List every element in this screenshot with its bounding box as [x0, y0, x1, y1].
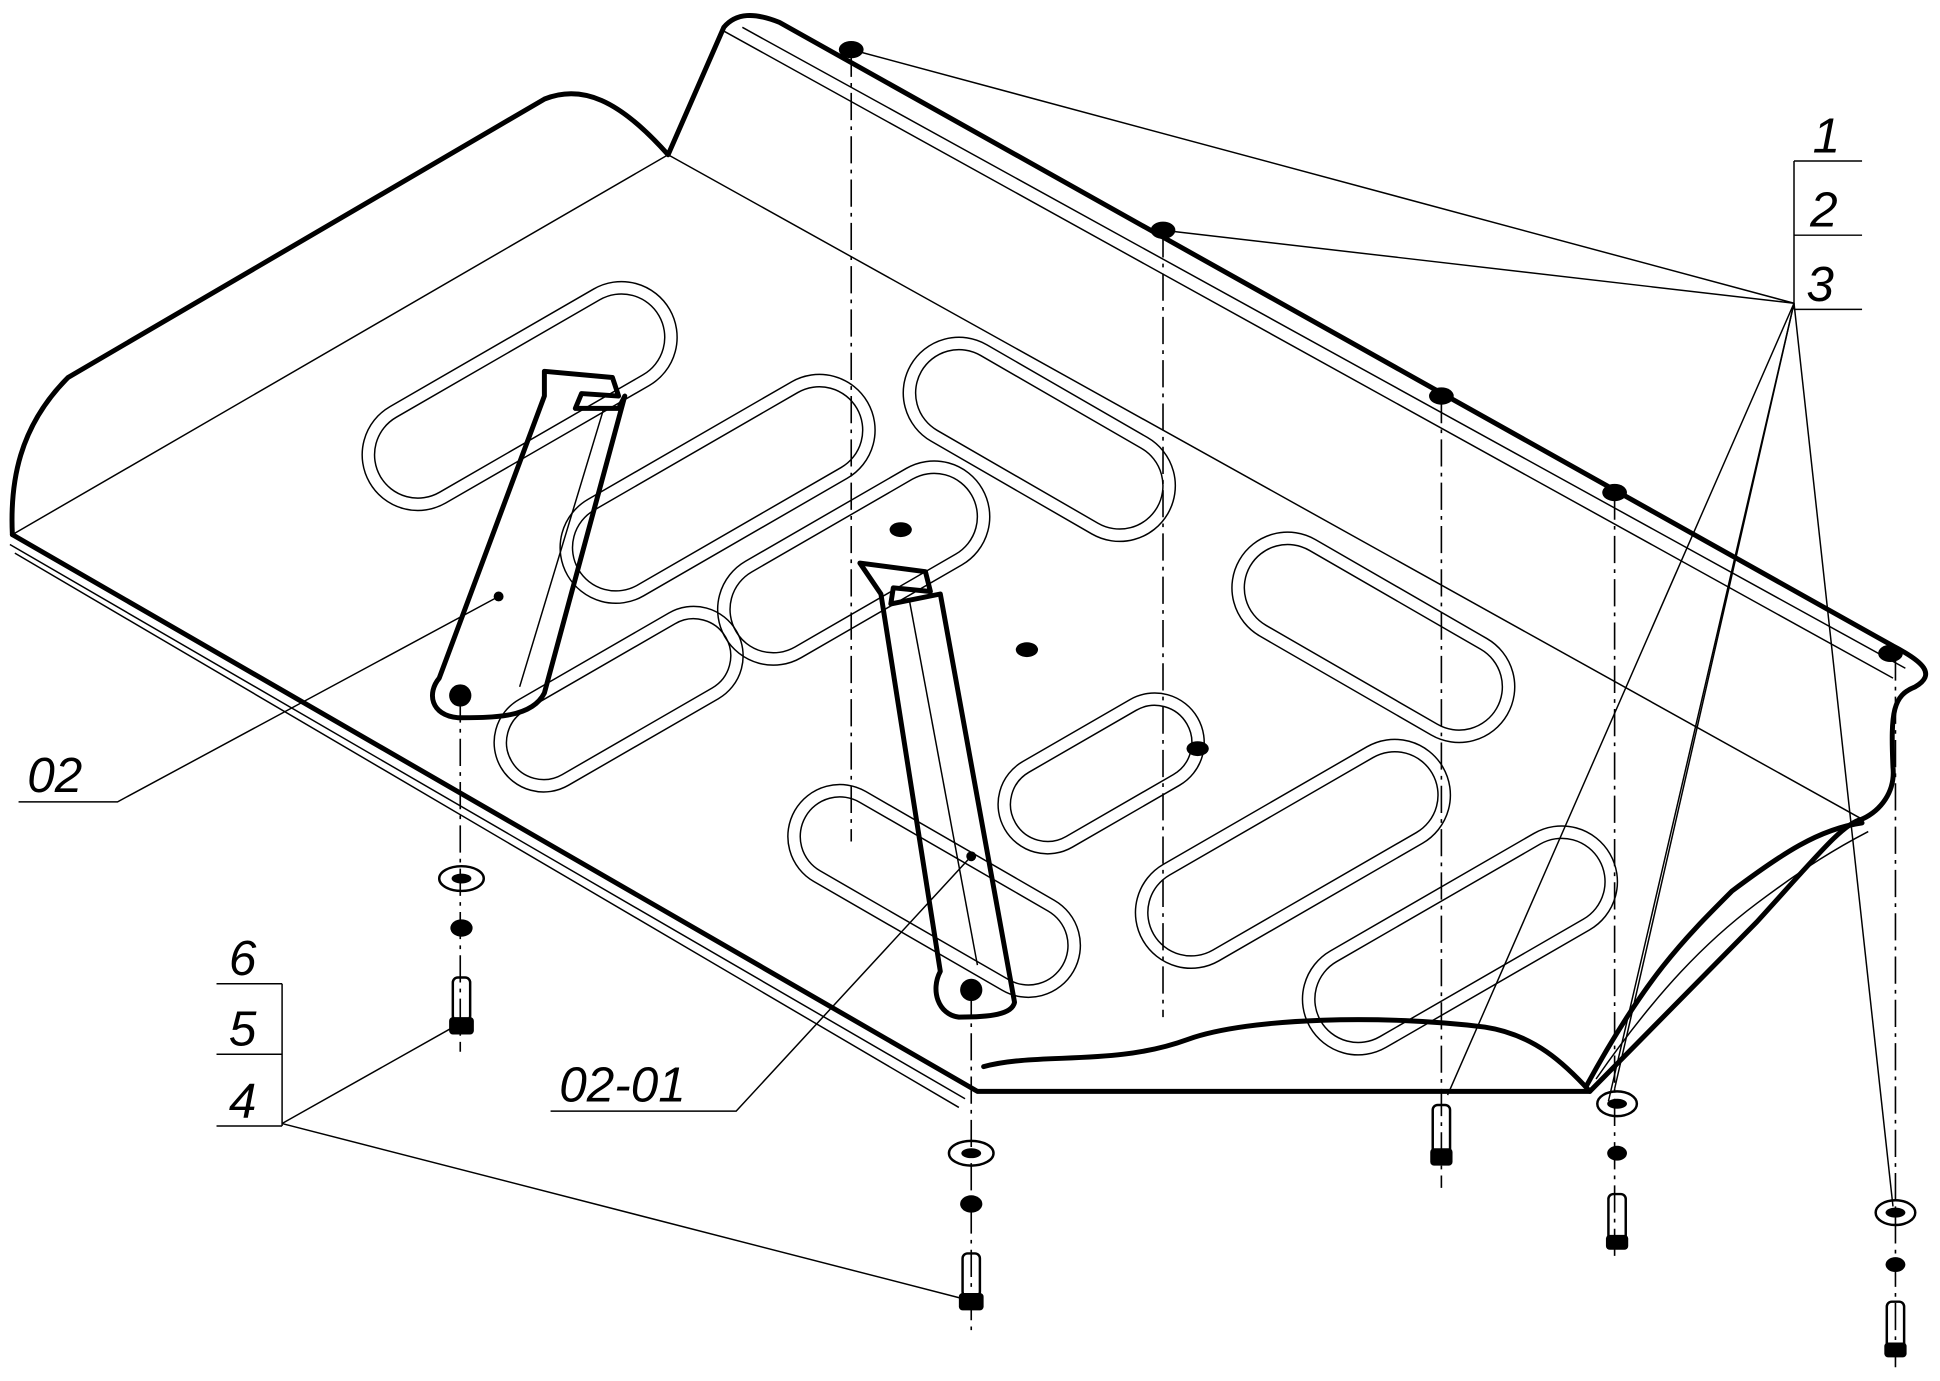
fastener-stack-left — [437, 864, 485, 1035]
slot — [902, 336, 1177, 543]
slot — [1301, 825, 1619, 1056]
part-label-02-01: 02-01 — [559, 1057, 686, 1112]
center-lines — [459, 49, 1897, 1368]
fastener-stack-1532 — [1874, 1199, 1917, 1358]
mounting-holes — [838, 40, 1903, 757]
fasteners — [437, 864, 1917, 1358]
slot — [997, 692, 1205, 855]
callout-4: 4 — [229, 1073, 257, 1128]
bolt-1165 — [1430, 1103, 1453, 1166]
slot — [1231, 531, 1516, 744]
relief-slots — [361, 280, 1619, 1056]
callout-6: 6 — [229, 931, 257, 986]
slot — [361, 280, 678, 512]
bracket-02 — [430, 368, 628, 721]
fastener-stack-1305 — [1596, 1090, 1639, 1250]
slot — [787, 783, 1082, 999]
slot — [716, 460, 991, 666]
leader-lines — [18, 48, 1894, 1300]
fastener-stack-center — [947, 1139, 995, 1311]
callout-1: 1 — [1813, 108, 1841, 163]
slot — [1134, 738, 1452, 970]
part-label-02: 02 — [27, 748, 82, 803]
bracket-02-01 — [857, 560, 1018, 1020]
skid-plate — [9, 13, 1929, 1109]
callout-5: 5 — [229, 1002, 257, 1057]
callout-3: 3 — [1806, 257, 1834, 312]
callout-2: 2 — [1809, 183, 1838, 238]
